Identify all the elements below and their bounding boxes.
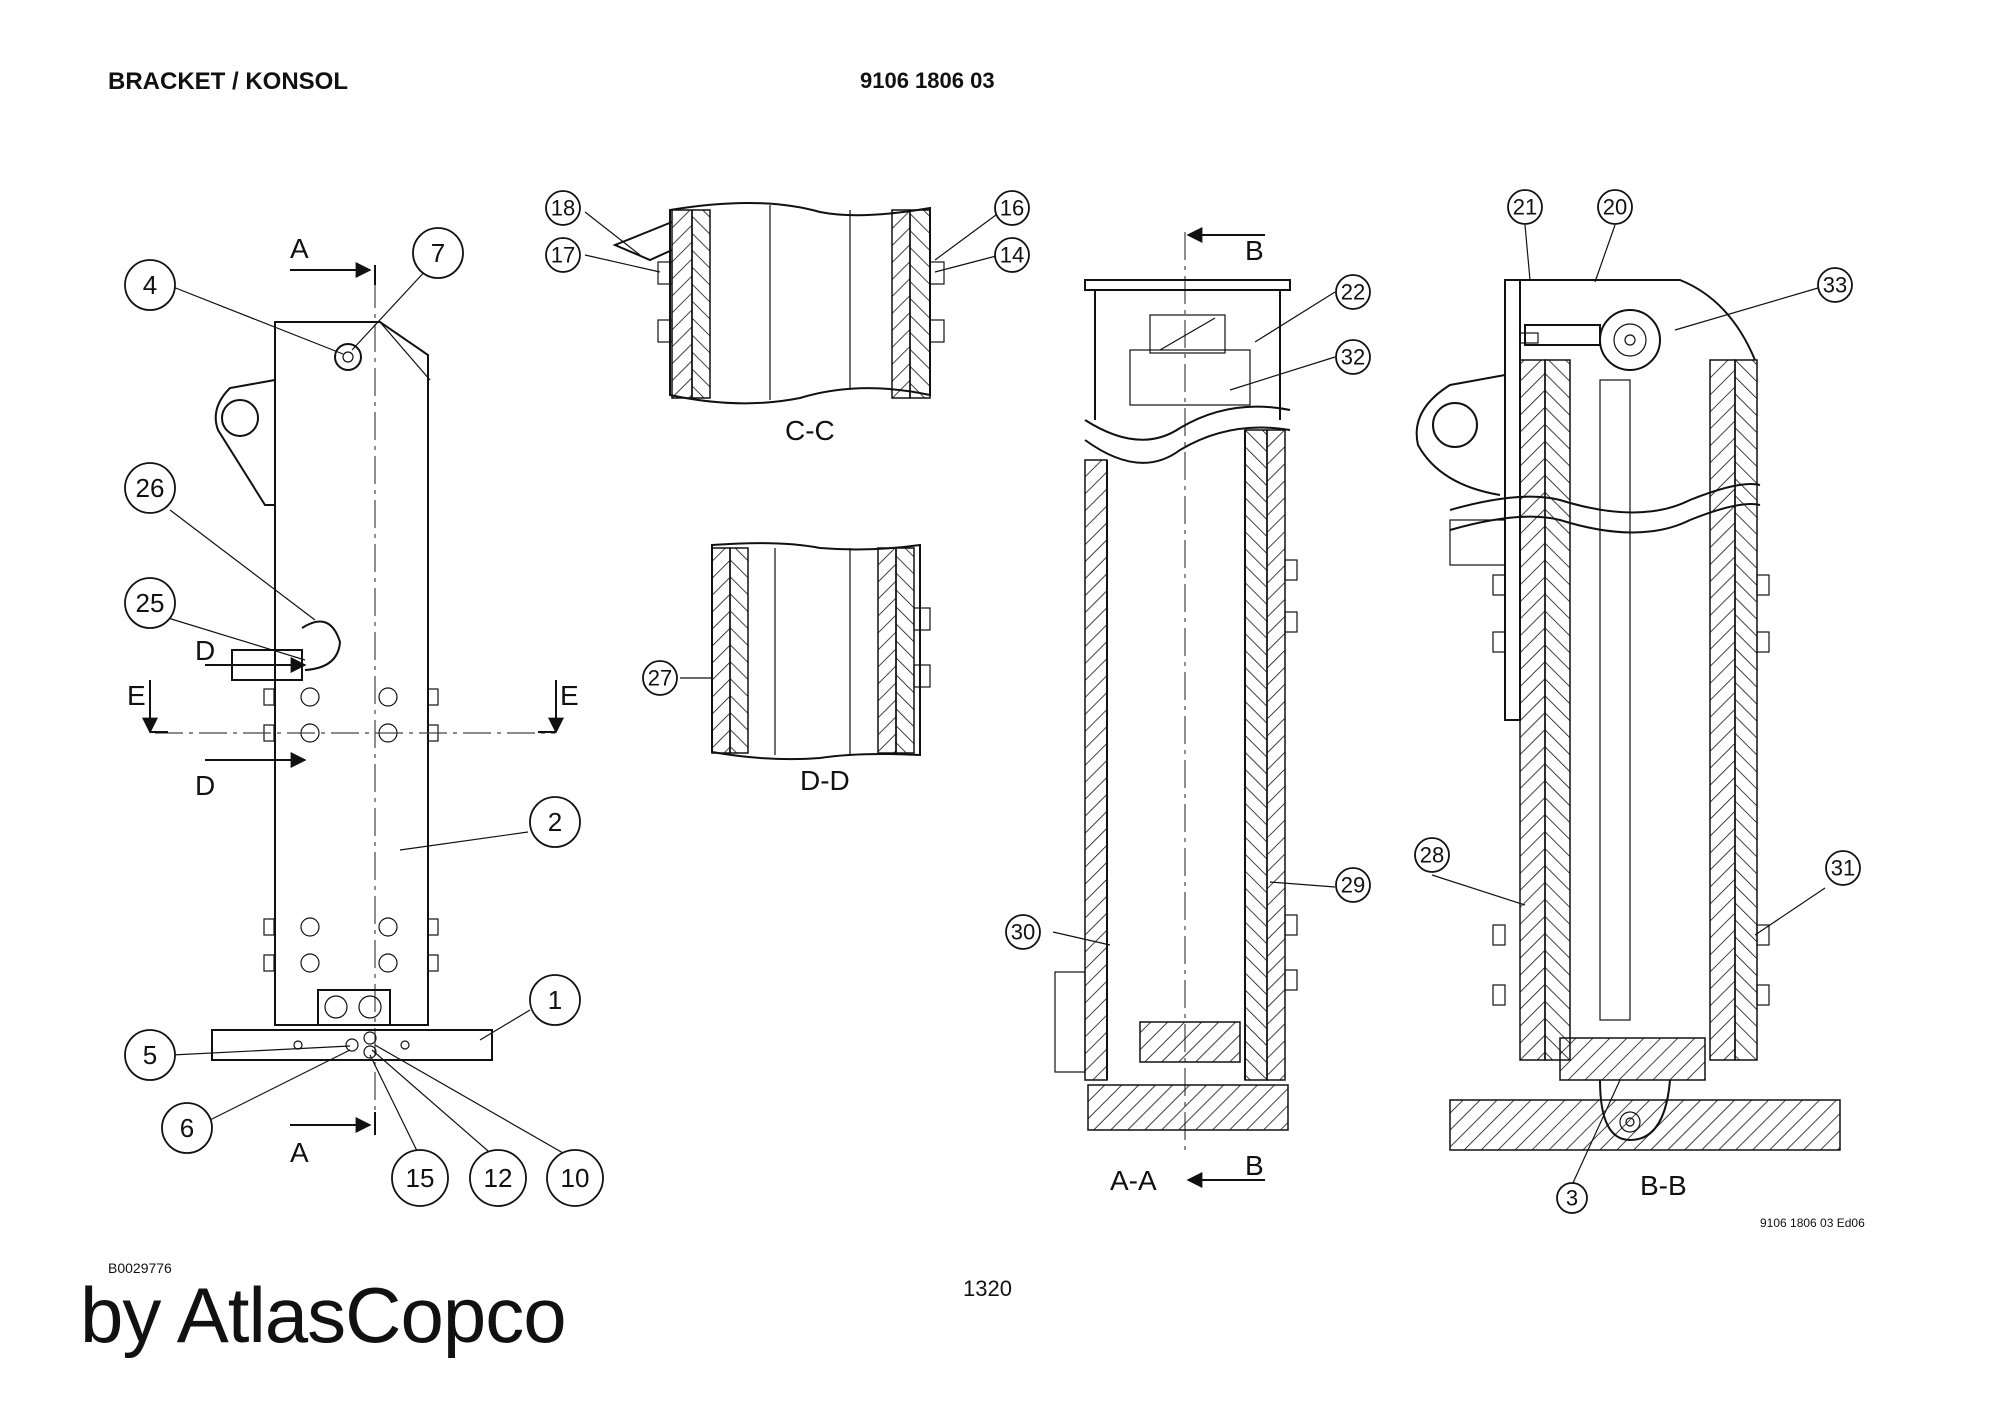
svg-text:31: 31 [1831,856,1855,881]
section-marker-b-bottom: B [1245,1150,1264,1181]
side-view: A A D D E E [127,233,579,1168]
callout-30: 30 [1005,914,1041,950]
callout-10: 10 [546,1149,604,1207]
callout-20: 20 [1597,189,1633,225]
callout-27: 27 [642,660,678,696]
callout-14: 14 [994,237,1030,273]
callout-1: 1 [529,974,581,1026]
svg-text:30: 30 [1011,920,1035,945]
part-number: 9106 1806 03 [860,68,995,93]
callout-25: 25 [124,577,176,629]
section-marker-e-left: E [127,680,146,711]
callout-12: 12 [469,1149,527,1207]
svg-text:3: 3 [1566,1186,1578,1211]
svg-text:21: 21 [1513,195,1537,220]
callout-6: 6 [161,1102,213,1154]
svg-text:22: 22 [1341,280,1365,305]
section-marker-d-top: D [195,635,215,666]
drawing-id: B0029776 [108,1260,172,1276]
section-marker-a-bottom: A [290,1137,309,1168]
section-cc-view: C-C [612,201,945,446]
svg-text:15: 15 [406,1163,435,1193]
svg-text:28: 28 [1420,843,1444,868]
section-label-bb: B-B [1640,1170,1687,1201]
callout-22: 22 [1335,274,1371,310]
svg-text:17: 17 [551,243,575,268]
section-marker-d-bottom: D [195,770,215,801]
brand-text: by AtlasCopco [80,1271,567,1359]
callout-33: 33 [1817,267,1853,303]
callout-15: 15 [391,1149,449,1207]
section-marker-e-right: E [560,680,579,711]
page-number: 1320 [963,1276,1012,1301]
callout-17: 17 [545,237,581,273]
edition-label: 9106 1806 03 Ed06 [1760,1216,1865,1230]
drawing-title: BRACKET / KONSOL [108,68,348,95]
svg-text:20: 20 [1603,195,1627,220]
svg-text:14: 14 [1000,243,1024,268]
section-aa-view: B B A-A [1054,227,1298,1196]
svg-text:29: 29 [1341,873,1365,898]
callout-5: 5 [124,1029,176,1081]
section-marker-b-top: B [1245,235,1264,266]
callout-7: 7 [412,227,464,279]
svg-text:7: 7 [431,238,445,268]
section-dd-view: D-D [711,542,931,796]
callout-29: 29 [1335,867,1371,903]
svg-text:2: 2 [548,807,562,837]
callout-21: 21 [1507,189,1543,225]
svg-text:5: 5 [143,1040,157,1070]
leader-lines [167,211,1826,1186]
callout-16: 16 [994,190,1030,226]
section-label-dd: D-D [800,765,850,796]
svg-text:18: 18 [551,196,575,221]
svg-text:1: 1 [548,985,562,1015]
svg-text:32: 32 [1341,345,1365,370]
callout-31: 31 [1825,850,1861,886]
callout-32: 32 [1335,339,1371,375]
callout-3: 3 [1556,1182,1588,1214]
svg-text:33: 33 [1823,273,1847,298]
callout-4: 4 [124,259,176,311]
svg-text:10: 10 [561,1163,590,1193]
svg-text:16: 16 [1000,196,1024,221]
section-label-aa: A-A [1110,1165,1157,1196]
section-bb-view: B-B [1415,279,1841,1201]
svg-text:26: 26 [136,473,165,503]
svg-text:27: 27 [648,666,672,691]
svg-text:25: 25 [136,588,165,618]
callout-26: 26 [124,462,176,514]
svg-text:12: 12 [484,1163,513,1193]
callout-28: 28 [1414,837,1450,873]
section-label-cc: C-C [785,415,835,446]
callout-18: 18 [545,190,581,226]
svg-text:4: 4 [143,270,157,300]
section-marker-a-top: A [290,233,309,264]
svg-text:6: 6 [180,1113,194,1143]
callout-2: 2 [529,796,581,848]
